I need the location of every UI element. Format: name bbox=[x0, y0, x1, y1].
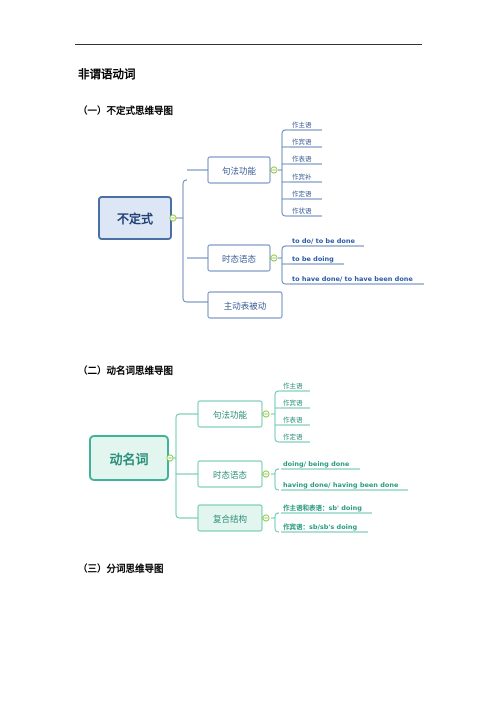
branch-label: 句法功能 bbox=[213, 410, 248, 421]
branch-node bbox=[207, 244, 271, 272]
leaf-label: 作主语 bbox=[283, 381, 303, 390]
document-title: 非谓语动词 bbox=[78, 67, 136, 81]
leaf-label: 作宾补 bbox=[292, 172, 312, 181]
leaf-label: to be doing bbox=[292, 255, 334, 263]
leaf-label: 作表语 bbox=[283, 415, 303, 424]
branch-label: 复合结构 bbox=[213, 514, 247, 525]
root-label: 不定式 bbox=[117, 211, 153, 226]
leaf-label: doing/ being done bbox=[283, 460, 350, 468]
section-title-infinitive: （一）不定式思维导图 bbox=[78, 106, 174, 117]
leaf-label: 作主语和表语：sb' doing bbox=[283, 503, 362, 512]
branch-node bbox=[197, 400, 263, 428]
branch-label: 时态语态 bbox=[222, 254, 257, 265]
leaf-label: 作定语 bbox=[283, 432, 303, 441]
mindmap-infinitive: 不定式 句法功能 时态语态 主动表被动 作主语 作宾语 作表语 作宾补 作定语 … bbox=[98, 120, 424, 319]
branch-node bbox=[197, 460, 263, 488]
branch-node bbox=[207, 156, 271, 184]
leaf-label: 作定语 bbox=[292, 189, 312, 198]
branch-label: 主动表被动 bbox=[224, 301, 267, 312]
branch-label: 时态语态 bbox=[213, 470, 248, 481]
branch-node bbox=[207, 291, 283, 319]
leaf-label: having done/ having been done bbox=[283, 481, 399, 489]
leaf-label: 作主语 bbox=[292, 120, 312, 129]
branch-node bbox=[197, 504, 263, 532]
leaf-label: to do/ to be done bbox=[292, 237, 355, 245]
leaf-label: 作宾语：sb/sb's doing bbox=[283, 522, 358, 531]
branch-label: 句法功能 bbox=[222, 166, 257, 177]
section-title-participle: （三）分词思维导图 bbox=[78, 564, 164, 575]
leaf-label: 作宾语 bbox=[283, 398, 303, 407]
leaf-label: to have done/ to have been done bbox=[292, 275, 413, 283]
leaf-label: 作宾语 bbox=[292, 137, 312, 146]
leaf-label: 作表语 bbox=[292, 154, 312, 163]
root-label: 动名词 bbox=[109, 452, 148, 468]
leaf-label: 作状语 bbox=[292, 206, 312, 215]
header-rule bbox=[75, 44, 422, 45]
section-title-gerund: （二）动名词思维导图 bbox=[78, 366, 174, 377]
mindmap-gerund: 动名词 句法功能 时态语态 复合结构 作主语 作宾语 作表语 作定语 doing… bbox=[89, 381, 408, 533]
